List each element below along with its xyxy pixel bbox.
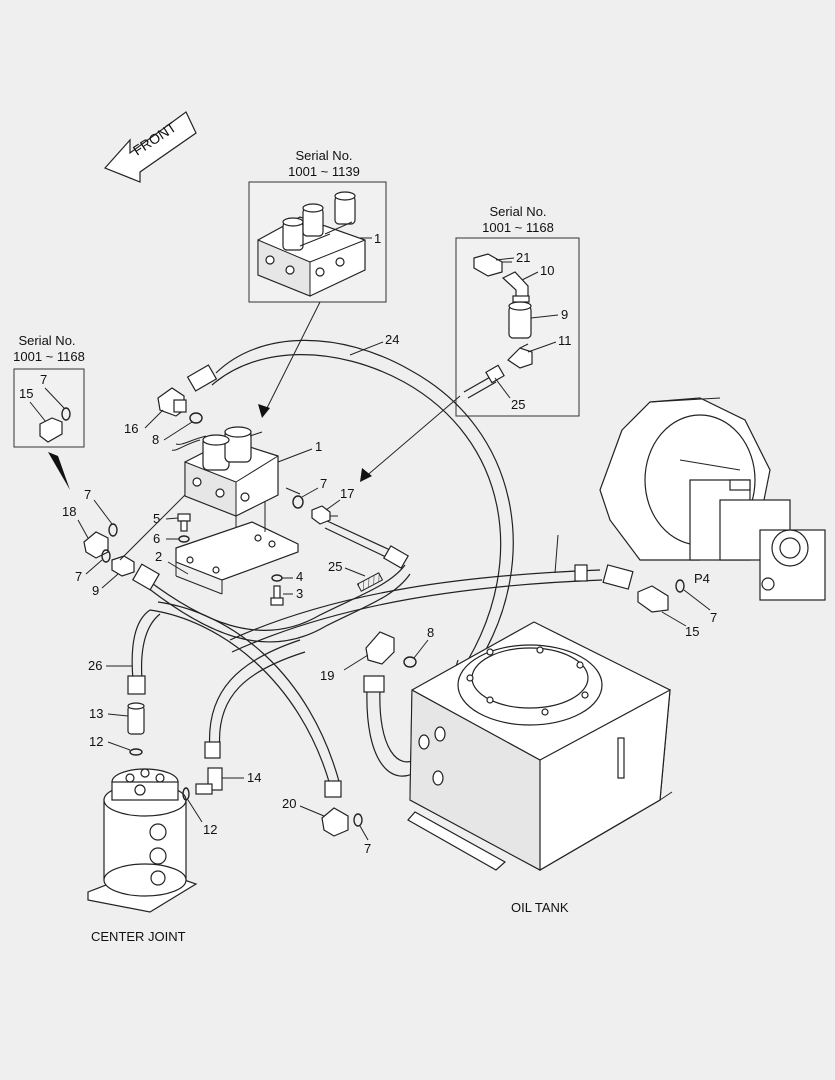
fittings-left-inset-range: 1001 ~ 1168 bbox=[13, 349, 85, 364]
hydraulic-pump bbox=[599, 397, 826, 601]
callout-main-7-bottom: 7 bbox=[364, 841, 371, 856]
callout-right-inset-10: 10 bbox=[540, 263, 554, 278]
callout-main-2: 2 bbox=[155, 549, 162, 564]
callout-main-7-mid: 7 bbox=[320, 476, 327, 491]
callout-hose-25: 25 bbox=[328, 559, 342, 574]
adapter-9 bbox=[508, 301, 532, 339]
hose-23 bbox=[229, 564, 634, 653]
callout-main-17: 17 bbox=[340, 486, 354, 501]
callout-left-inset-15: 15 bbox=[19, 386, 33, 401]
elbow-19 bbox=[365, 631, 395, 665]
oring-8-tank bbox=[403, 656, 417, 668]
bolt-3 bbox=[270, 585, 284, 606]
oring-7-mid bbox=[292, 495, 304, 509]
solenoid-valve-main bbox=[171, 426, 279, 517]
front-arrow: FRONT bbox=[103, 111, 197, 183]
oring-8-top bbox=[189, 412, 203, 424]
callout-main-7-left-b: 7 bbox=[75, 569, 82, 584]
elbow-15-pump bbox=[637, 585, 669, 613]
washer-4 bbox=[271, 574, 283, 582]
solenoid-valve-inset bbox=[257, 191, 366, 297]
callout-main-5: 5 bbox=[153, 511, 160, 526]
oring-7-left-a bbox=[108, 523, 118, 537]
elbow-15-inset bbox=[39, 417, 63, 443]
leader-right-inset bbox=[363, 395, 461, 479]
caption-oil-tank: OIL TANK bbox=[511, 900, 569, 915]
callout-main-1: 1 bbox=[315, 439, 322, 454]
fittings-right-inset-range: 1001 ~ 1168 bbox=[482, 220, 554, 235]
washer-6 bbox=[178, 535, 190, 543]
valve-inset-range: 1001 ~ 1139 bbox=[288, 164, 360, 179]
hose-25 bbox=[132, 519, 411, 643]
oring-7-left-b bbox=[101, 549, 111, 563]
leader-valve-inset bbox=[263, 301, 321, 415]
fittings-right-inset: Serial No. 1001 ~ 1168 21 10 9 11 bbox=[455, 204, 580, 417]
callout-main-6: 6 bbox=[153, 531, 160, 546]
callout-main-12-bottom: 12 bbox=[203, 822, 217, 837]
elbow-20 bbox=[321, 807, 349, 837]
callout-main-19: 19 bbox=[320, 668, 334, 683]
port-p4: P4 bbox=[694, 571, 710, 586]
fittings-left-inset-title: Serial No. bbox=[18, 333, 75, 348]
callout-hose-26: 26 bbox=[88, 658, 102, 673]
callout-main-7-right: 7 bbox=[710, 610, 717, 625]
callout-right-inset-21: 21 bbox=[516, 250, 530, 265]
valve-inset-title: Serial No. bbox=[295, 148, 352, 163]
oring-12-top bbox=[129, 748, 143, 756]
callout-main-20: 20 bbox=[282, 796, 296, 811]
bracket-2 bbox=[175, 502, 299, 595]
callout-main-16: 16 bbox=[124, 421, 138, 436]
hose-24 bbox=[186, 339, 514, 661]
callout-main-14: 14 bbox=[247, 770, 261, 785]
callout-right-inset-11: 11 bbox=[558, 333, 572, 348]
elbow-16 bbox=[157, 387, 187, 417]
callout-main-18: 18 bbox=[62, 504, 76, 519]
callout-main-3: 3 bbox=[296, 586, 303, 601]
fittings-right-inset-title: Serial No. bbox=[489, 204, 546, 219]
callout-main-7-left-a: 7 bbox=[84, 487, 91, 502]
tee-14 bbox=[195, 767, 223, 795]
center-joint bbox=[87, 768, 198, 913]
bolt-5 bbox=[177, 513, 191, 532]
callout-main-8-tank: 8 bbox=[427, 625, 434, 640]
callout-main-15: 15 bbox=[685, 624, 699, 639]
callout-main-8-top: 8 bbox=[152, 432, 159, 447]
callout-valve-inset-1: 1 bbox=[374, 231, 381, 246]
oil-tank bbox=[407, 621, 673, 872]
callout-right-inset-25: 25 bbox=[511, 397, 525, 412]
callout-main-13: 13 bbox=[89, 706, 103, 721]
oring-7-bottom bbox=[353, 813, 363, 827]
callout-hose-24: 24 bbox=[385, 332, 399, 347]
callout-left-inset-7: 7 bbox=[40, 372, 47, 387]
hose-25-inset bbox=[463, 364, 505, 399]
oring-left-inset bbox=[61, 407, 71, 421]
left-inset-pointer bbox=[48, 452, 70, 490]
callout-main-12-top: 12 bbox=[89, 734, 103, 749]
elbow-11 bbox=[507, 343, 533, 369]
fitting-13 bbox=[127, 702, 145, 735]
elbow-18 bbox=[83, 531, 109, 559]
fitting-17 bbox=[311, 505, 338, 525]
oring-12-bottom bbox=[182, 787, 190, 801]
oring-7-right bbox=[675, 579, 685, 593]
caption-center-joint: CENTER JOINT bbox=[91, 929, 186, 944]
callout-main-9: 9 bbox=[92, 583, 99, 598]
valve-inset: Serial No. 1001 ~ 1139 1 bbox=[248, 148, 387, 303]
fitting-21 bbox=[473, 253, 512, 277]
fittings-left-inset: Serial No. 1001 ~ 1168 7 15 bbox=[13, 333, 85, 490]
nipple-9 bbox=[111, 555, 135, 577]
hose-26 bbox=[127, 601, 342, 798]
callout-right-inset-9: 9 bbox=[561, 307, 568, 322]
callout-main-4: 4 bbox=[296, 569, 303, 584]
